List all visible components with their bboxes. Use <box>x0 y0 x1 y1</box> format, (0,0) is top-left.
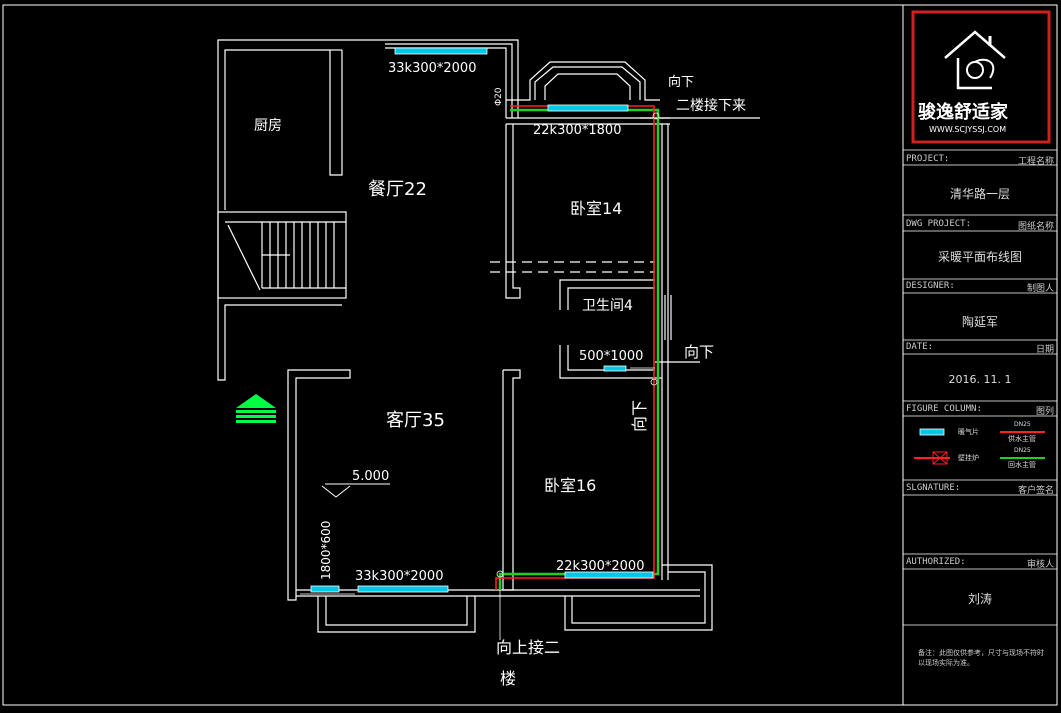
legend-return-text: 回水主管 <box>1008 461 1036 469</box>
dwg-label: DWG PROJECT: 图纸名称 <box>906 219 1054 233</box>
room-label-bedroom1: 卧室14 <box>570 199 622 218</box>
dwg-value: 采暖平面布线图 <box>937 250 1022 264</box>
date-label-en: DATE: <box>906 342 934 352</box>
radiator-label-top-bedroom: 22k300*1800 <box>533 123 621 138</box>
house-icon <box>944 30 1006 59</box>
dwg-label-en: DWG PROJECT: <box>906 219 972 229</box>
project-label: PROJECT: 工程名称 <box>906 154 1054 168</box>
figure-label-zh: 图列 <box>1035 407 1054 417</box>
brand-url: WWW.SCJYSSJ.COM <box>929 125 1006 134</box>
room-label-living: 客厅35 <box>386 410 445 431</box>
note-from-second-floor: 二楼接下来 <box>676 97 746 114</box>
brand-name: 骏逸舒适家 <box>918 101 1009 123</box>
authorized-label-zh: 审核人 <box>1026 560 1054 570</box>
radiators <box>310 47 654 593</box>
authorized-label: AUTHORIZED: 审核人 <box>906 557 1054 571</box>
legend-radiator-text: 暖气片 <box>958 428 979 436</box>
radiator-label-top-dining: 33k300*2000 <box>388 61 476 76</box>
designer-label: DESIGNER: 制图人 <box>906 281 1054 295</box>
note-down-bath: 向下 <box>684 343 714 361</box>
entrance-marker <box>236 394 276 423</box>
radiator-label-left-vertical: 1800*600 <box>319 521 333 580</box>
note-up-line1: 向上接二 <box>496 638 560 657</box>
title-block-note: 备注：此图仅供参考，尺寸与现场不符时以现场实际为准。 <box>918 649 1044 667</box>
figure-label: FIGURE COLUMN: 图列 <box>906 404 1054 418</box>
designer-label-zh: 制图人 <box>1026 284 1054 294</box>
project-value: 清华路一层 <box>949 187 1010 201</box>
dwg-label-zh: 图纸名称 <box>1017 222 1054 232</box>
radiator-label-bath: 500*1000 <box>579 349 643 364</box>
signature-label-en: SLGNATURE: <box>906 483 961 493</box>
drawing-frame <box>2 4 1058 706</box>
room-label-bathroom: 卫生间4 <box>582 298 633 314</box>
level-mark-value: 5.000 <box>352 469 389 484</box>
legend-supply-text: 供水主管 <box>1008 435 1036 443</box>
signature-label-zh: 客户签名 <box>1017 486 1054 496</box>
level-mark <box>321 483 390 498</box>
pipe-markers <box>300 112 660 595</box>
project-label-zh: 工程名称 <box>1017 157 1054 167</box>
room-label-dining: 餐厅22 <box>368 179 427 200</box>
note-d20: Φ20 <box>494 87 504 106</box>
authorized-label-en: AUTHORIZED: <box>906 557 966 567</box>
legend-boiler-text: 壁挂炉 <box>958 454 979 462</box>
room-label-kitchen: 厨房 <box>254 118 282 134</box>
note-down-top: 向下 <box>668 74 694 90</box>
title-block-lines <box>903 149 1057 626</box>
note-up-line2: 楼 <box>500 669 516 688</box>
legend-supply-size: DN25 <box>1014 421 1031 428</box>
date-value: 2016. 11. 1 <box>948 373 1012 386</box>
supply-pipe <box>495 105 655 590</box>
brand-logo <box>911 10 1051 144</box>
date-label-zh: 日期 <box>1035 345 1054 355</box>
note-down-vertical: 向下 <box>630 400 649 432</box>
walls <box>217 39 760 633</box>
radiator-label-bottom-bedroom: 22k300*2000 <box>556 559 644 574</box>
legend-radiator-symbol <box>919 428 945 436</box>
designer-value: 陶延军 <box>961 315 998 329</box>
project-label-en: PROJECT: <box>906 154 950 164</box>
date-label: DATE: 日期 <box>906 342 1054 356</box>
legend-return-size: DN25 <box>1014 447 1031 454</box>
figure-label-en: FIGURE COLUMN: <box>906 404 982 414</box>
legend-symbols <box>914 428 1045 465</box>
authorized-value: 刘涛 <box>967 592 992 606</box>
designer-label-en: DESIGNER: <box>906 281 955 291</box>
signature-label: SLGNATURE: 客户签名 <box>906 483 1054 497</box>
radiator-label-bottom-living: 33k300*2000 <box>355 569 443 584</box>
room-label-bedroom2: 卧室16 <box>544 476 596 495</box>
